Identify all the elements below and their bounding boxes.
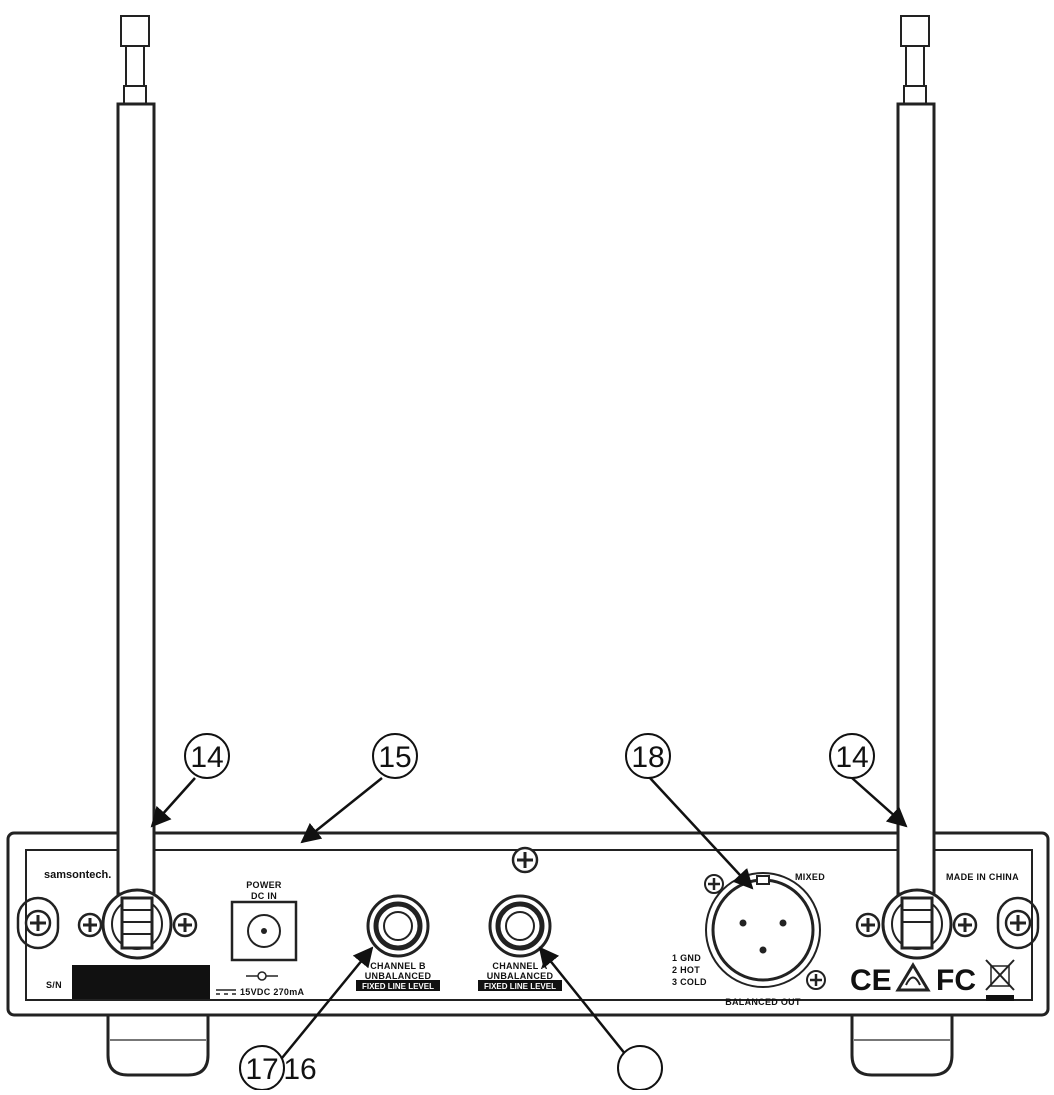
dc-symbol-icon — [216, 989, 236, 995]
callout-number: 14 — [190, 741, 223, 774]
screw-icon — [77, 912, 103, 938]
serial-number-plate — [72, 965, 210, 999]
screw-icon — [172, 912, 198, 938]
callout-number: 14 — [835, 741, 868, 774]
channel-a-level-plate — [478, 980, 562, 991]
foot-right — [850, 1008, 954, 1077]
power-label: POWER — [246, 880, 282, 890]
callout-empty — [617, 1045, 663, 1091]
screw-icon — [24, 909, 52, 937]
screw-icon — [806, 970, 826, 990]
pin-1-label: 1 GND — [672, 953, 701, 963]
channel-a-type-label: UNBALANCED — [487, 971, 554, 981]
callout-channel-a: 16 — [283, 1053, 316, 1086]
callout-arrow-channel-a — [538, 946, 631, 1061]
callout-arrow-power — [300, 777, 383, 844]
callout-channel-b: 17 — [239, 1045, 285, 1091]
dc-power-jack — [230, 900, 298, 962]
channel-a-plate-text: FIXED LINE LEVEL — [484, 982, 556, 991]
channel-b-level-plate — [356, 980, 440, 991]
fc-mark: FC — [936, 964, 976, 997]
antenna-connector-right — [881, 888, 953, 960]
screw-icon — [855, 912, 881, 938]
ce-mark: CE — [850, 964, 892, 997]
brand-label: samsontech. — [44, 869, 111, 881]
mixed-label: MIXED — [795, 872, 825, 882]
channel-b-plate-text: FIXED LINE LEVEL — [362, 982, 434, 991]
callout-arrow-balanced — [649, 777, 754, 890]
callout-number: 18 — [631, 741, 664, 774]
dc-in-label: DC IN — [251, 891, 277, 901]
xlr-balanced-output — [705, 872, 821, 988]
pin-3-label: 3 COLD — [672, 977, 707, 987]
callout-arrow-antenna-right — [851, 777, 908, 828]
foot-left — [106, 1008, 210, 1077]
callout-antenna-left: 14 — [184, 733, 230, 779]
antenna-right — [896, 15, 936, 896]
callout-balanced: 18 — [625, 733, 671, 779]
screw-icon — [704, 874, 724, 894]
channel-a-jack — [488, 894, 552, 958]
polarity-icon — [246, 971, 278, 981]
channel-a-label: CHANNEL A — [492, 961, 547, 971]
channel-b-label: CHANNEL B — [370, 961, 426, 971]
rcm-mark-icon — [895, 962, 931, 992]
channel-b-type-label: UNBALANCED — [365, 971, 432, 981]
callout-power: 15 — [372, 733, 418, 779]
pin-2-label: 2 HOT — [672, 965, 700, 975]
callout-number: 15 — [378, 741, 411, 774]
power-rating-label: 15VDC 270mA — [240, 987, 305, 997]
screw-icon — [511, 846, 539, 874]
made-in-label: MADE IN CHINA — [946, 872, 1019, 882]
callout-number: 17 — [245, 1053, 278, 1086]
weee-bin-icon — [985, 959, 1015, 1001]
callout-antenna-right: 14 — [829, 733, 875, 779]
screw-icon — [1004, 909, 1032, 937]
screw-icon — [952, 912, 978, 938]
channel-b-jack — [366, 894, 430, 958]
antenna-left — [116, 15, 156, 896]
serial-label: S/N — [46, 980, 62, 990]
antenna-connector-left — [101, 888, 173, 960]
balanced-out-label: BALANCED OUT — [725, 997, 801, 1007]
callout-arrow-channel-b — [281, 946, 374, 1059]
callout-arrow-antenna-left — [150, 777, 196, 828]
